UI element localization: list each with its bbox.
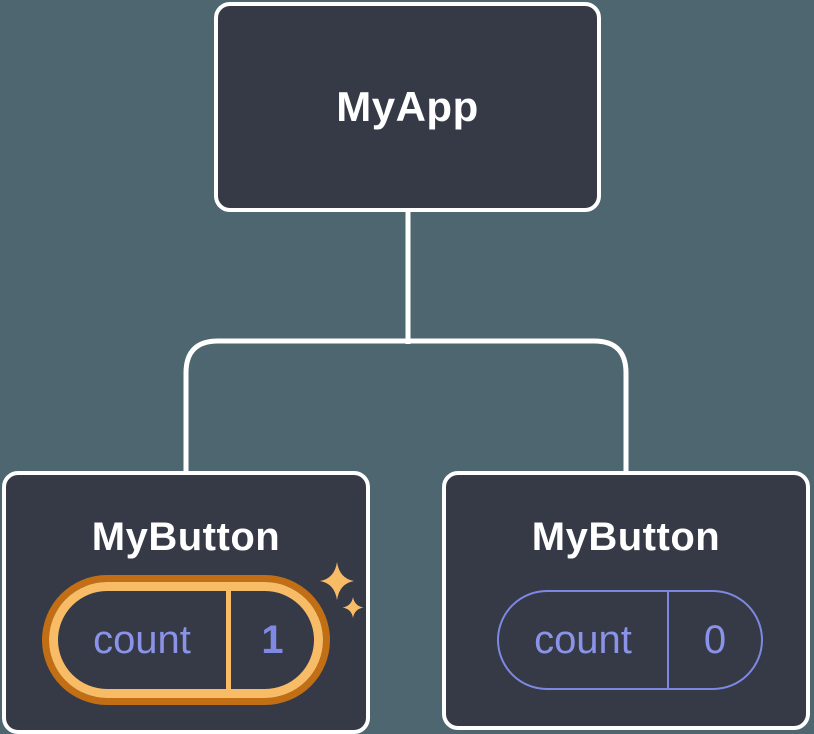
node-myapp-label: MyApp bbox=[336, 83, 479, 130]
node-mybutton-right-label: MyButton bbox=[531, 515, 721, 559]
state-pill-plain: count 0 bbox=[497, 590, 763, 690]
state-key-label: count bbox=[534, 617, 632, 662]
node-mybutton-left: MyButton count 1 bbox=[2, 471, 370, 734]
state-pill-highlighted: count 1 bbox=[49, 582, 323, 698]
connector-branch bbox=[183, 338, 629, 475]
state-value: 1 bbox=[261, 617, 284, 662]
sparkle-icon-large bbox=[320, 562, 354, 600]
node-mybutton-left-label: MyButton bbox=[91, 515, 281, 559]
sparkle-icon bbox=[320, 562, 364, 618]
sparkle-icon-small bbox=[342, 597, 364, 618]
node-myapp: MyApp bbox=[214, 2, 601, 212]
state-pill-divider bbox=[667, 592, 669, 688]
state-key-label: count bbox=[93, 617, 191, 662]
node-mybutton-right: MyButton count 0 bbox=[442, 471, 810, 730]
state-pill-divider bbox=[226, 591, 231, 689]
state-value: 0 bbox=[703, 617, 727, 662]
